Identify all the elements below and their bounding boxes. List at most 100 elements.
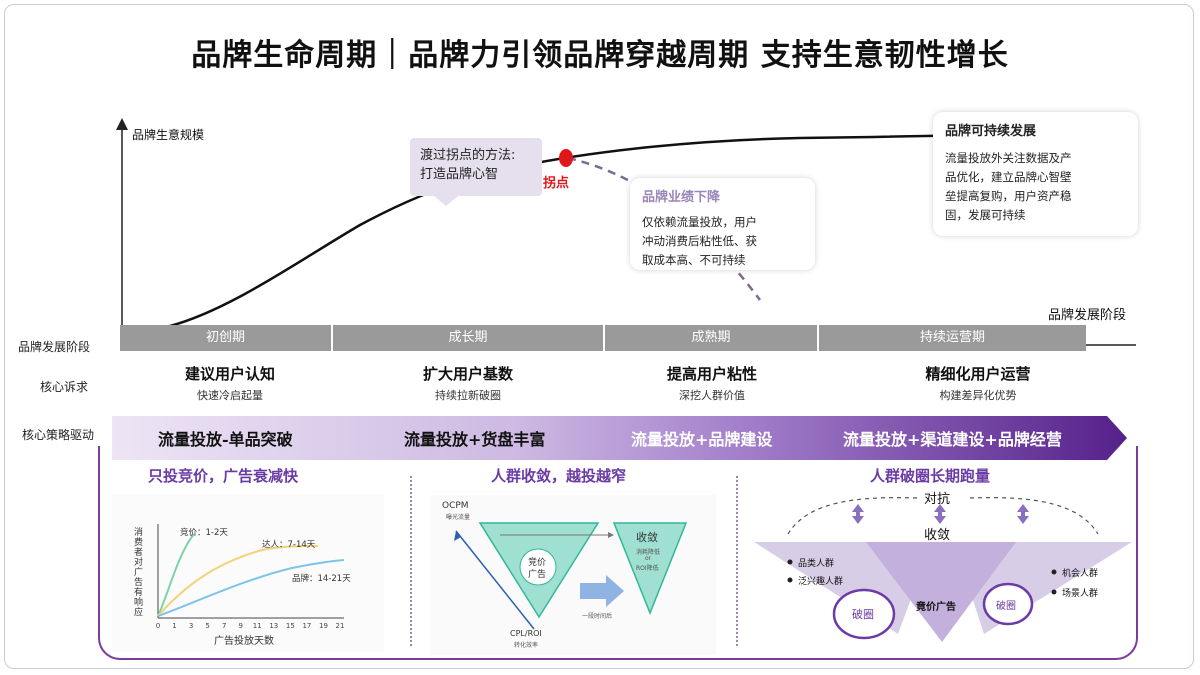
- panel-divider-1: [410, 476, 412, 646]
- sustain-line4: 固，发展可持续: [945, 208, 1026, 222]
- p3-circle-left-label: 破圈: [852, 608, 874, 621]
- sustain-line2: 品优化，建立品牌心智壁: [945, 170, 1072, 184]
- updown-arrow-icon: [1017, 504, 1029, 524]
- panel3-diagram: [754, 497, 1132, 642]
- p1-tick-label: 15: [286, 622, 295, 630]
- cpl-sub: 转化效率: [514, 642, 539, 649]
- p1-legend-brand: 品牌：14-21天: [292, 574, 351, 584]
- bottom-panel-frame: [98, 446, 1138, 660]
- funnel-svg: [454, 522, 688, 630]
- demand-sub: 持续拉新破圈: [435, 389, 501, 402]
- demand-sub: 深挖人群价值: [679, 389, 745, 402]
- row-label-strategy: 核心策略驱动: [22, 428, 95, 442]
- decline-body: 仅依赖流量投放，用户 冲动消费后粘性低、获 取成本高、不可持续: [642, 213, 803, 270]
- panel3-title: 人群破圈长期跑量: [870, 467, 991, 485]
- p3-right-item-2: 场景人群: [1062, 589, 1099, 599]
- p3-center-label: 竟价广告: [916, 602, 956, 613]
- center-funnel: [866, 542, 1016, 642]
- p1-series-influencer: [157, 545, 319, 617]
- cpl-label: CPL/ROI: [510, 629, 542, 638]
- stage-mature: 成熟期: [605, 325, 819, 351]
- demand-sub: 快速冷启起量: [197, 389, 263, 402]
- strategy-arrow-shape: [112, 416, 1127, 460]
- bullet-icon: [787, 559, 793, 565]
- bubble-line1: 竞价: [528, 558, 547, 568]
- p1-tick-label: 19: [319, 622, 328, 630]
- sustain-body: 流量投放外关注数据及产 品优化，建立品牌心智壁 垒提高复购，用户资产稳 固，发展…: [945, 149, 1126, 225]
- demand-main: 建议用户认知: [184, 365, 275, 383]
- top-arrow-head: [608, 532, 614, 538]
- ocpm-label: OCPM: [442, 501, 469, 511]
- p1-y-label: 消费者对广告有响应: [134, 528, 144, 618]
- converge-sub3: ROI降低: [636, 565, 659, 572]
- top-dashed-arc: [787, 497, 1099, 535]
- p1-legend-bidding: 竞价：1-2天: [180, 528, 228, 538]
- converge-sub2: or: [645, 555, 652, 562]
- decline-callout: 品牌业绩下降 仅依赖流量投放，用户 冲动消费后粘性低、获 取成本高、不可持续: [630, 178, 815, 270]
- x-axis-label: 品牌发展阶段: [1048, 308, 1127, 323]
- p1-tick-label: 17: [302, 622, 311, 630]
- inflection-point: [559, 149, 573, 167]
- p1-series-bidding: [157, 533, 195, 617]
- bidding-bubble: [519, 548, 557, 586]
- demand-startup: 建议用户认知 快速冷启起量: [140, 363, 320, 403]
- strategy-arrow: [112, 416, 1127, 460]
- stage-growth: 成长期: [333, 325, 605, 351]
- p1-tick-label: 0: [156, 622, 160, 630]
- method-bubble-tail: [434, 196, 458, 206]
- updown-arrow-icon: [934, 504, 946, 524]
- left-arrow-head: [454, 531, 461, 541]
- p1-tick-label: 5: [205, 622, 209, 630]
- p1-legend-influencer: 达人：7-14天: [262, 540, 316, 550]
- right-funnel: [612, 522, 688, 616]
- sustain-title: 品牌可持续发展: [945, 124, 1037, 139]
- sustain-callout: 品牌可持续发展 流量投放外关注数据及产 品优化，建立品牌心智壁 垒提高复购，用户…: [933, 112, 1138, 236]
- p3-left-item-1: 品类人群: [798, 559, 835, 569]
- row-label-stage: 品牌发展阶段: [18, 340, 91, 354]
- inflection-label: 拐点: [543, 176, 570, 191]
- demand-main: 扩大用户基数: [422, 365, 513, 383]
- page-title: 品牌生命周期｜品牌力引领品牌穿越周期 支持生意韧性增长: [191, 38, 1009, 73]
- p3-top1: 对抗: [924, 492, 951, 507]
- bubble-line2: 广告: [528, 570, 547, 580]
- p3-top2: 收敛: [924, 528, 951, 543]
- circle-right: [982, 582, 1034, 626]
- p3-circle-right-label: 破圈: [996, 601, 1016, 612]
- ocpm-sub: 曝光流量: [446, 514, 471, 521]
- stage-sustain: 持续运营期: [819, 325, 1086, 351]
- demand-sub: 构建差异化优势: [939, 389, 1017, 402]
- p3-left-item-2: 泛兴趣人群: [798, 577, 844, 587]
- stage-startup: 初创期: [120, 325, 333, 351]
- p1-tick-label: 21: [336, 622, 345, 630]
- left-arrow-line: [455, 530, 535, 630]
- bullet-icon: [1051, 589, 1057, 595]
- p3-right-item-1: 机会人群: [1062, 569, 1099, 579]
- method-bubble: 渡过拐点的方法: 打造品牌心智: [410, 138, 542, 196]
- growth-curve: [169, 132, 1041, 328]
- slide-frame: [4, 4, 1194, 669]
- sustain-line3: 垒提高复购，用户资产稳: [945, 189, 1072, 203]
- panel1-title: 只投竞价，广告衰减快: [148, 467, 299, 485]
- updown-arrow-icon: [852, 504, 864, 524]
- decline-title: 品牌业绩下降: [642, 190, 721, 205]
- stage-bar: 初创期 成长期 成熟期 持续运营期: [120, 325, 1086, 351]
- p1-tick-label: 1: [172, 622, 176, 630]
- demand-sustain: 精细化用户运营 构建差异化优势: [888, 363, 1068, 403]
- strategy-startup: 流量投放-单品突破: [158, 430, 293, 449]
- method-line1: 渡过拐点的方法:: [420, 148, 516, 163]
- y-axis-label: 品牌生意规模: [132, 128, 205, 142]
- demand-main: 提高用户粘性: [666, 365, 757, 383]
- p1-tick-label: 3: [189, 622, 193, 630]
- panel-divider-2: [736, 476, 738, 646]
- row-label-demand: 核心诉求: [40, 380, 89, 394]
- p1-tick-label: 9: [238, 622, 242, 630]
- method-line2: 打造品牌心智: [420, 167, 499, 182]
- demand-mature: 提高用户粘性 深挖人群价值: [622, 363, 802, 403]
- p1-x-label: 广告投放天数: [214, 636, 274, 647]
- sustain-line1: 流量投放外关注数据及产: [945, 151, 1072, 165]
- p1-tick-label: 13: [269, 622, 278, 630]
- demand-growth: 扩大用户基数 持续拉新破圈: [378, 363, 558, 403]
- circle-left: [832, 588, 896, 640]
